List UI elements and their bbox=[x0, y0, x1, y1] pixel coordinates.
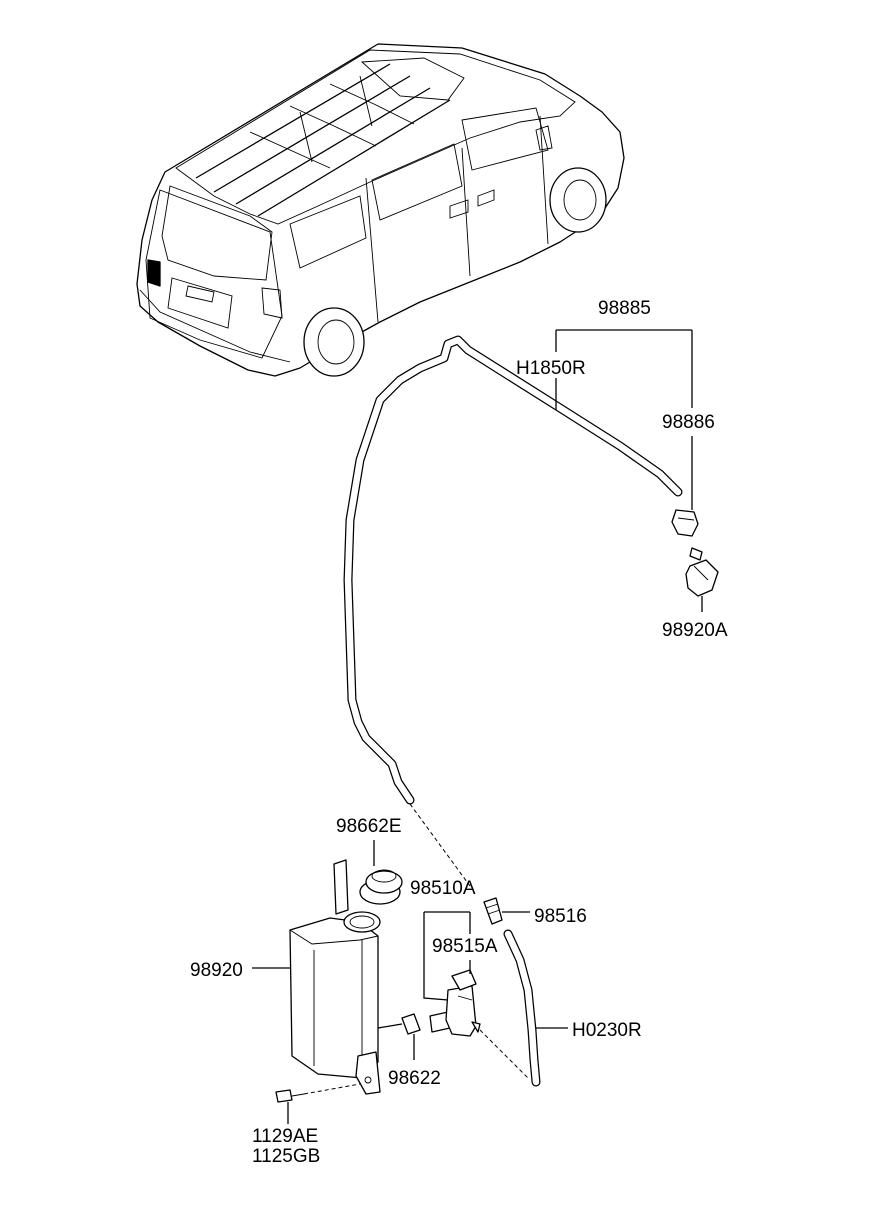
label-1125gb: 1125GB bbox=[252, 1146, 320, 1167]
label-98510a: 98510A bbox=[410, 878, 476, 899]
vehicle-illustration bbox=[136, 43, 625, 377]
label-98920: 98920 bbox=[190, 960, 243, 981]
label-98622: 98622 bbox=[388, 1068, 441, 1089]
label-98885: 98885 bbox=[598, 298, 651, 319]
label-h1850r: H1850R bbox=[516, 358, 586, 379]
label-98886: 98886 bbox=[662, 412, 715, 433]
label-98516: 98516 bbox=[534, 906, 587, 927]
hose-h1850r bbox=[343, 335, 683, 805]
label-98920a: 98920A bbox=[662, 620, 728, 641]
hose-h0230r bbox=[479, 929, 541, 1087]
label-1129ae: 1129AE bbox=[252, 1126, 318, 1147]
pump-98510a bbox=[429, 969, 481, 1037]
grommet-98622 bbox=[377, 1013, 421, 1035]
bolt-1129ae bbox=[275, 1083, 361, 1103]
label-98515a: 98515A bbox=[432, 936, 498, 957]
label-h0230r: H0230R bbox=[572, 1020, 642, 1041]
leader-lines bbox=[252, 329, 703, 1124]
nozzle-98920a bbox=[685, 547, 719, 597]
label-98662e: 98662E bbox=[336, 816, 402, 837]
cap-98662e bbox=[359, 869, 403, 905]
connector-98886 bbox=[671, 509, 699, 537]
connector-98516 bbox=[483, 897, 503, 925]
reservoir-98920 bbox=[289, 859, 381, 1095]
